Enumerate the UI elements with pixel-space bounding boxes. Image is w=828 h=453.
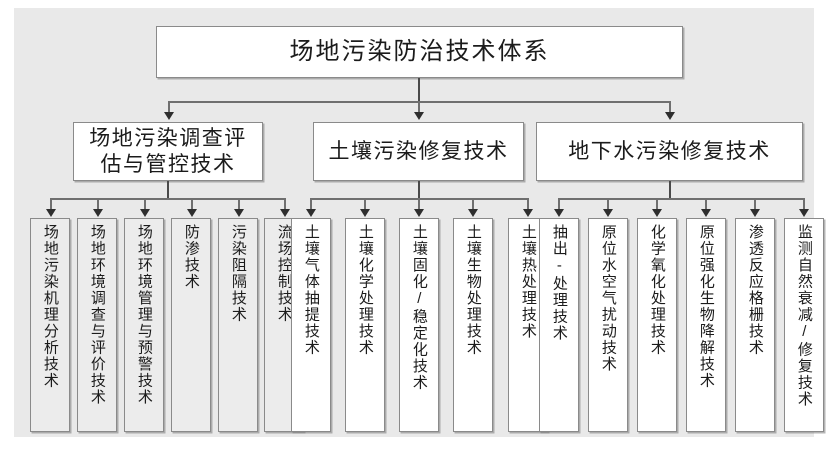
- leaf-node: 场地环境调查与评价技术: [77, 218, 117, 432]
- branch-node-label: 地下水污染修复技术: [568, 139, 771, 163]
- group0-arrow-2: [140, 209, 150, 217]
- group0-drop-4: [238, 198, 240, 210]
- leaf-node-label: 流场控制技术: [275, 224, 293, 323]
- level2-arrow-0: [164, 112, 174, 120]
- leaf-node-label: 场地环境调查与评价技术: [88, 224, 106, 406]
- group1-arrow-3: [468, 209, 478, 217]
- group0-arrow-3: [187, 209, 197, 217]
- leaf-node: 土壤生物处理技术: [453, 218, 493, 432]
- root-stem: [418, 78, 420, 102]
- group2-drop-2: [656, 198, 658, 210]
- group0-drop-0: [50, 198, 52, 210]
- level2-drop-1: [418, 101, 420, 113]
- leaf-node-label: 化学氧化处理技术: [648, 224, 666, 356]
- branch-node-site-investigation: 场地污染调查评 估与管控技术: [73, 122, 263, 181]
- leaf-node-label: 监测自然衰减/修复技术: [795, 224, 813, 408]
- level2-drop-2: [669, 101, 671, 113]
- group2-drop-1: [607, 198, 609, 210]
- group0-drop-2: [144, 198, 146, 210]
- leaf-node-label: 原位强化生物降解技术: [697, 224, 715, 389]
- leaf-node: 原位水空气扰动技术: [588, 218, 628, 432]
- group0-bus: [50, 198, 284, 200]
- group2-drop-5: [803, 198, 805, 210]
- group2-drop-0: [558, 198, 560, 210]
- group0-stem: [167, 181, 169, 199]
- group1-drop-3: [472, 198, 474, 210]
- group2-arrow-1: [603, 209, 613, 217]
- leaf-node: 化学氧化处理技术: [637, 218, 677, 432]
- leaf-node-label: 土壤固化/稳定化技术: [410, 224, 428, 391]
- branch-node-soil-remediation: 土壤污染修复技术: [313, 122, 524, 181]
- leaf-node-label: 原位水空气扰动技术: [599, 224, 617, 373]
- leaf-node: 土壤化学处理技术: [345, 218, 385, 432]
- group1-drop-4: [527, 198, 529, 210]
- level2-arrow-1: [414, 112, 424, 120]
- group0-drop-5: [284, 198, 286, 210]
- root-node-label: 场地污染防治技术体系: [289, 38, 550, 66]
- group0-arrow-0: [46, 209, 56, 217]
- group2-arrow-0: [554, 209, 564, 217]
- leaf-node-label: 污染阻隔技术: [229, 224, 247, 323]
- group2-drop-4: [754, 198, 756, 210]
- leaf-node: 抽出-处理技术: [539, 218, 579, 432]
- leaf-node: 原位强化生物降解技术: [686, 218, 726, 432]
- leaf-node-label: 土壤热处理技术: [519, 224, 537, 340]
- leaf-node: 监测自然衰减/修复技术: [784, 218, 824, 432]
- group1-drop-1: [364, 198, 366, 210]
- group2-bus: [558, 198, 803, 200]
- group0-drop-3: [191, 198, 193, 210]
- leaf-node: 土壤固化/稳定化技术: [399, 218, 439, 432]
- group0-drop-1: [97, 198, 99, 210]
- group2-stem: [669, 181, 671, 199]
- leaf-node-label: 场地污染机理分析技术: [41, 224, 59, 389]
- group2-arrow-3: [701, 209, 711, 217]
- group2-drop-3: [705, 198, 707, 210]
- group1-arrow-2: [414, 209, 424, 217]
- group0-arrow-1: [93, 209, 103, 217]
- group1-arrow-4: [523, 209, 533, 217]
- leaf-node: 场地污染机理分析技术: [30, 218, 70, 432]
- branch-node-label: 场地污染调查评 估与管控技术: [89, 126, 247, 176]
- root-node: 场地污染防治技术体系: [156, 26, 683, 78]
- group1-stem: [418, 181, 420, 199]
- level2-drop-0: [168, 101, 170, 113]
- leaf-node-label: 防渗技术: [182, 224, 200, 290]
- leaf-node: 土壤气体抽提技术: [291, 218, 331, 432]
- group0-arrow-4: [234, 209, 244, 217]
- group2-arrow-5: [799, 209, 809, 217]
- branch-node-groundwater-remediation: 地下水污染修复技术: [536, 122, 803, 181]
- group2-arrow-4: [750, 209, 760, 217]
- leaf-node: 污染阻隔技术: [218, 218, 258, 432]
- leaf-node-label: 土壤生物处理技术: [464, 224, 482, 356]
- leaf-node: 防渗技术: [171, 218, 211, 432]
- group0-arrow-5: [280, 209, 290, 217]
- leaf-node: 场地环境管理与预警技术: [124, 218, 164, 432]
- leaf-node-label: 场地环境管理与预警技术: [135, 224, 153, 406]
- level2-arrow-2: [665, 112, 675, 120]
- leaf-node-label: 土壤气体抽提技术: [302, 224, 320, 356]
- leaf-node-label: 抽出-处理技术: [550, 224, 568, 342]
- group1-arrow-0: [306, 209, 316, 217]
- group1-drop-0: [310, 198, 312, 210]
- leaf-node-label: 土壤化学处理技术: [356, 224, 374, 356]
- leaf-node-label: 渗透反应格栅技术: [746, 224, 764, 356]
- group2-arrow-2: [652, 209, 662, 217]
- branch-node-label: 土壤污染修复技术: [328, 139, 509, 163]
- group1-arrow-1: [360, 209, 370, 217]
- group1-drop-2: [418, 198, 420, 210]
- leaf-node: 渗透反应格栅技术: [735, 218, 775, 432]
